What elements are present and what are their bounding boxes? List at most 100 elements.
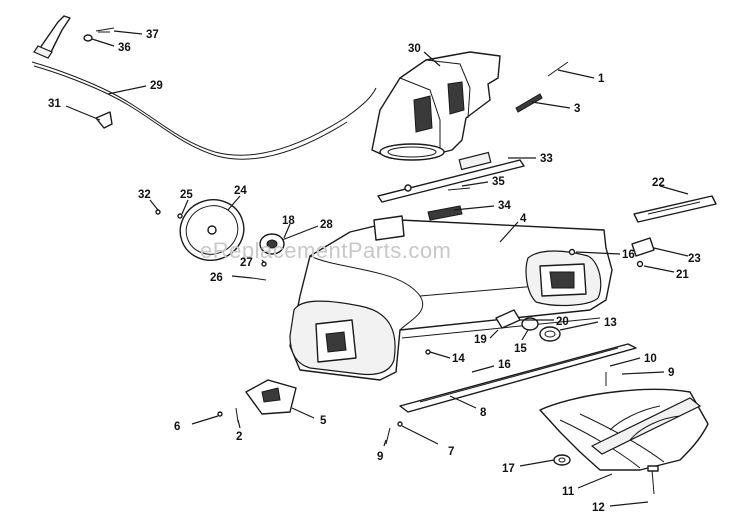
callout-32: 32: [138, 189, 151, 201]
side-bolt-part: [568, 237, 655, 268]
carriage-bolt-part: [217, 372, 607, 445]
callout-28: 28: [320, 219, 333, 231]
chute-spring-part: [515, 93, 543, 113]
callout-24: 24: [234, 185, 247, 197]
callout-36: 36: [118, 42, 131, 54]
leader-15: [521, 329, 529, 341]
leader-21: [643, 265, 675, 273]
leader-9b: [383, 439, 387, 447]
callout-34: 34: [498, 200, 511, 212]
leader-12: [609, 501, 649, 507]
leader-26: [231, 275, 253, 279]
crank-bracket-part: [427, 205, 463, 221]
callout-13: 13: [604, 317, 617, 329]
leader-11: [577, 473, 613, 489]
callout-labels: 37 36 30 1 29 31 3 33 35 22 32 25 24 34 …: [48, 29, 701, 514]
callout-17: 17: [502, 463, 515, 475]
callout-23: 23: [688, 253, 701, 265]
auger-washer-part: [553, 454, 571, 466]
discharge-chute-part: [371, 51, 501, 161]
cable-bracket-part: [33, 15, 115, 59]
callout-25: 25: [180, 189, 193, 201]
callout-8: 8: [480, 407, 487, 419]
callout-29: 29: [150, 80, 163, 92]
leader-6: [191, 415, 219, 425]
callout-9a: 9: [668, 367, 674, 379]
callout-7: 7: [448, 446, 454, 458]
leader-23: [653, 247, 689, 257]
callout-26: 26: [210, 272, 223, 284]
callout-37: 37: [146, 29, 159, 41]
callout-15: 15: [514, 343, 527, 355]
callout-33: 33: [540, 153, 553, 165]
chute-crank-rod-part: [377, 151, 525, 203]
leader-2: [237, 419, 241, 429]
chute-pin-part: [547, 61, 569, 77]
cable-clip-part: [95, 111, 113, 129]
leader-9a: [621, 371, 665, 375]
callout-20: 20: [556, 316, 569, 328]
shear-bolt-part: [647, 465, 659, 495]
leader-25: [181, 199, 189, 215]
leader-24: [227, 195, 241, 211]
callout-35: 35: [492, 176, 505, 188]
callout-27: 27: [240, 257, 253, 269]
callout-22: 22: [652, 177, 665, 189]
auger-housing-part: [289, 215, 613, 381]
chute-cable-part: [31, 61, 377, 160]
callout-18: 18: [282, 215, 295, 227]
callout-21: 21: [676, 269, 689, 281]
callout-31: 31: [48, 98, 61, 110]
callout-4: 4: [520, 213, 527, 225]
leader-14: [429, 351, 451, 359]
callout-14: 14: [452, 353, 465, 365]
callout-11: 11: [562, 486, 575, 498]
leader-29: [107, 85, 147, 95]
leader-13: [559, 321, 599, 331]
leader-4: [499, 221, 519, 243]
leader-22: [659, 185, 689, 195]
leader-10: [609, 357, 641, 367]
leader-19: [489, 329, 499, 339]
leader-28: [281, 225, 319, 241]
callout-5: 5: [320, 415, 327, 427]
leader-31: [65, 105, 101, 121]
callout-3: 3: [574, 103, 580, 115]
leader-lines: [65, 30, 689, 507]
bolt-small-part: [155, 209, 183, 219]
callout-9b: 9: [377, 451, 383, 463]
leader-37: [113, 30, 143, 35]
callout-16a: 16: [622, 249, 635, 261]
leader-1: [557, 69, 595, 79]
callout-6: 6: [174, 421, 180, 433]
leader-36: [91, 38, 115, 47]
leader-32: [149, 199, 159, 211]
leader-8: [449, 395, 477, 409]
leader-7: [401, 425, 439, 445]
callout-10: 10: [644, 353, 657, 365]
callout-19: 19: [474, 334, 487, 346]
leader-34: [453, 205, 495, 211]
pulley-disk-part: [179, 199, 245, 261]
shave-plate-part: [399, 343, 637, 413]
leader-18: [283, 223, 291, 239]
leader-5: [291, 407, 315, 419]
crank-pin-part: [447, 187, 471, 191]
leader-16a: [575, 251, 621, 255]
callout-30: 30: [408, 43, 421, 55]
watermark-text: eReplacementParts.com: [200, 238, 451, 263]
callout-1: 1: [598, 73, 605, 85]
leader-27: [261, 259, 265, 263]
leader-30: [423, 51, 441, 67]
leader-35: [461, 181, 489, 187]
auger-assembly-part: [539, 388, 709, 471]
bearing-washer-part: [251, 233, 285, 281]
leader-16b: [471, 365, 495, 373]
leader-17: [519, 459, 555, 467]
callout-16b: 16: [498, 359, 511, 371]
leader-3: [531, 101, 571, 109]
callout-2: 2: [236, 431, 242, 443]
callout-12: 12: [592, 502, 605, 514]
skid-shoe-part: [245, 379, 297, 415]
